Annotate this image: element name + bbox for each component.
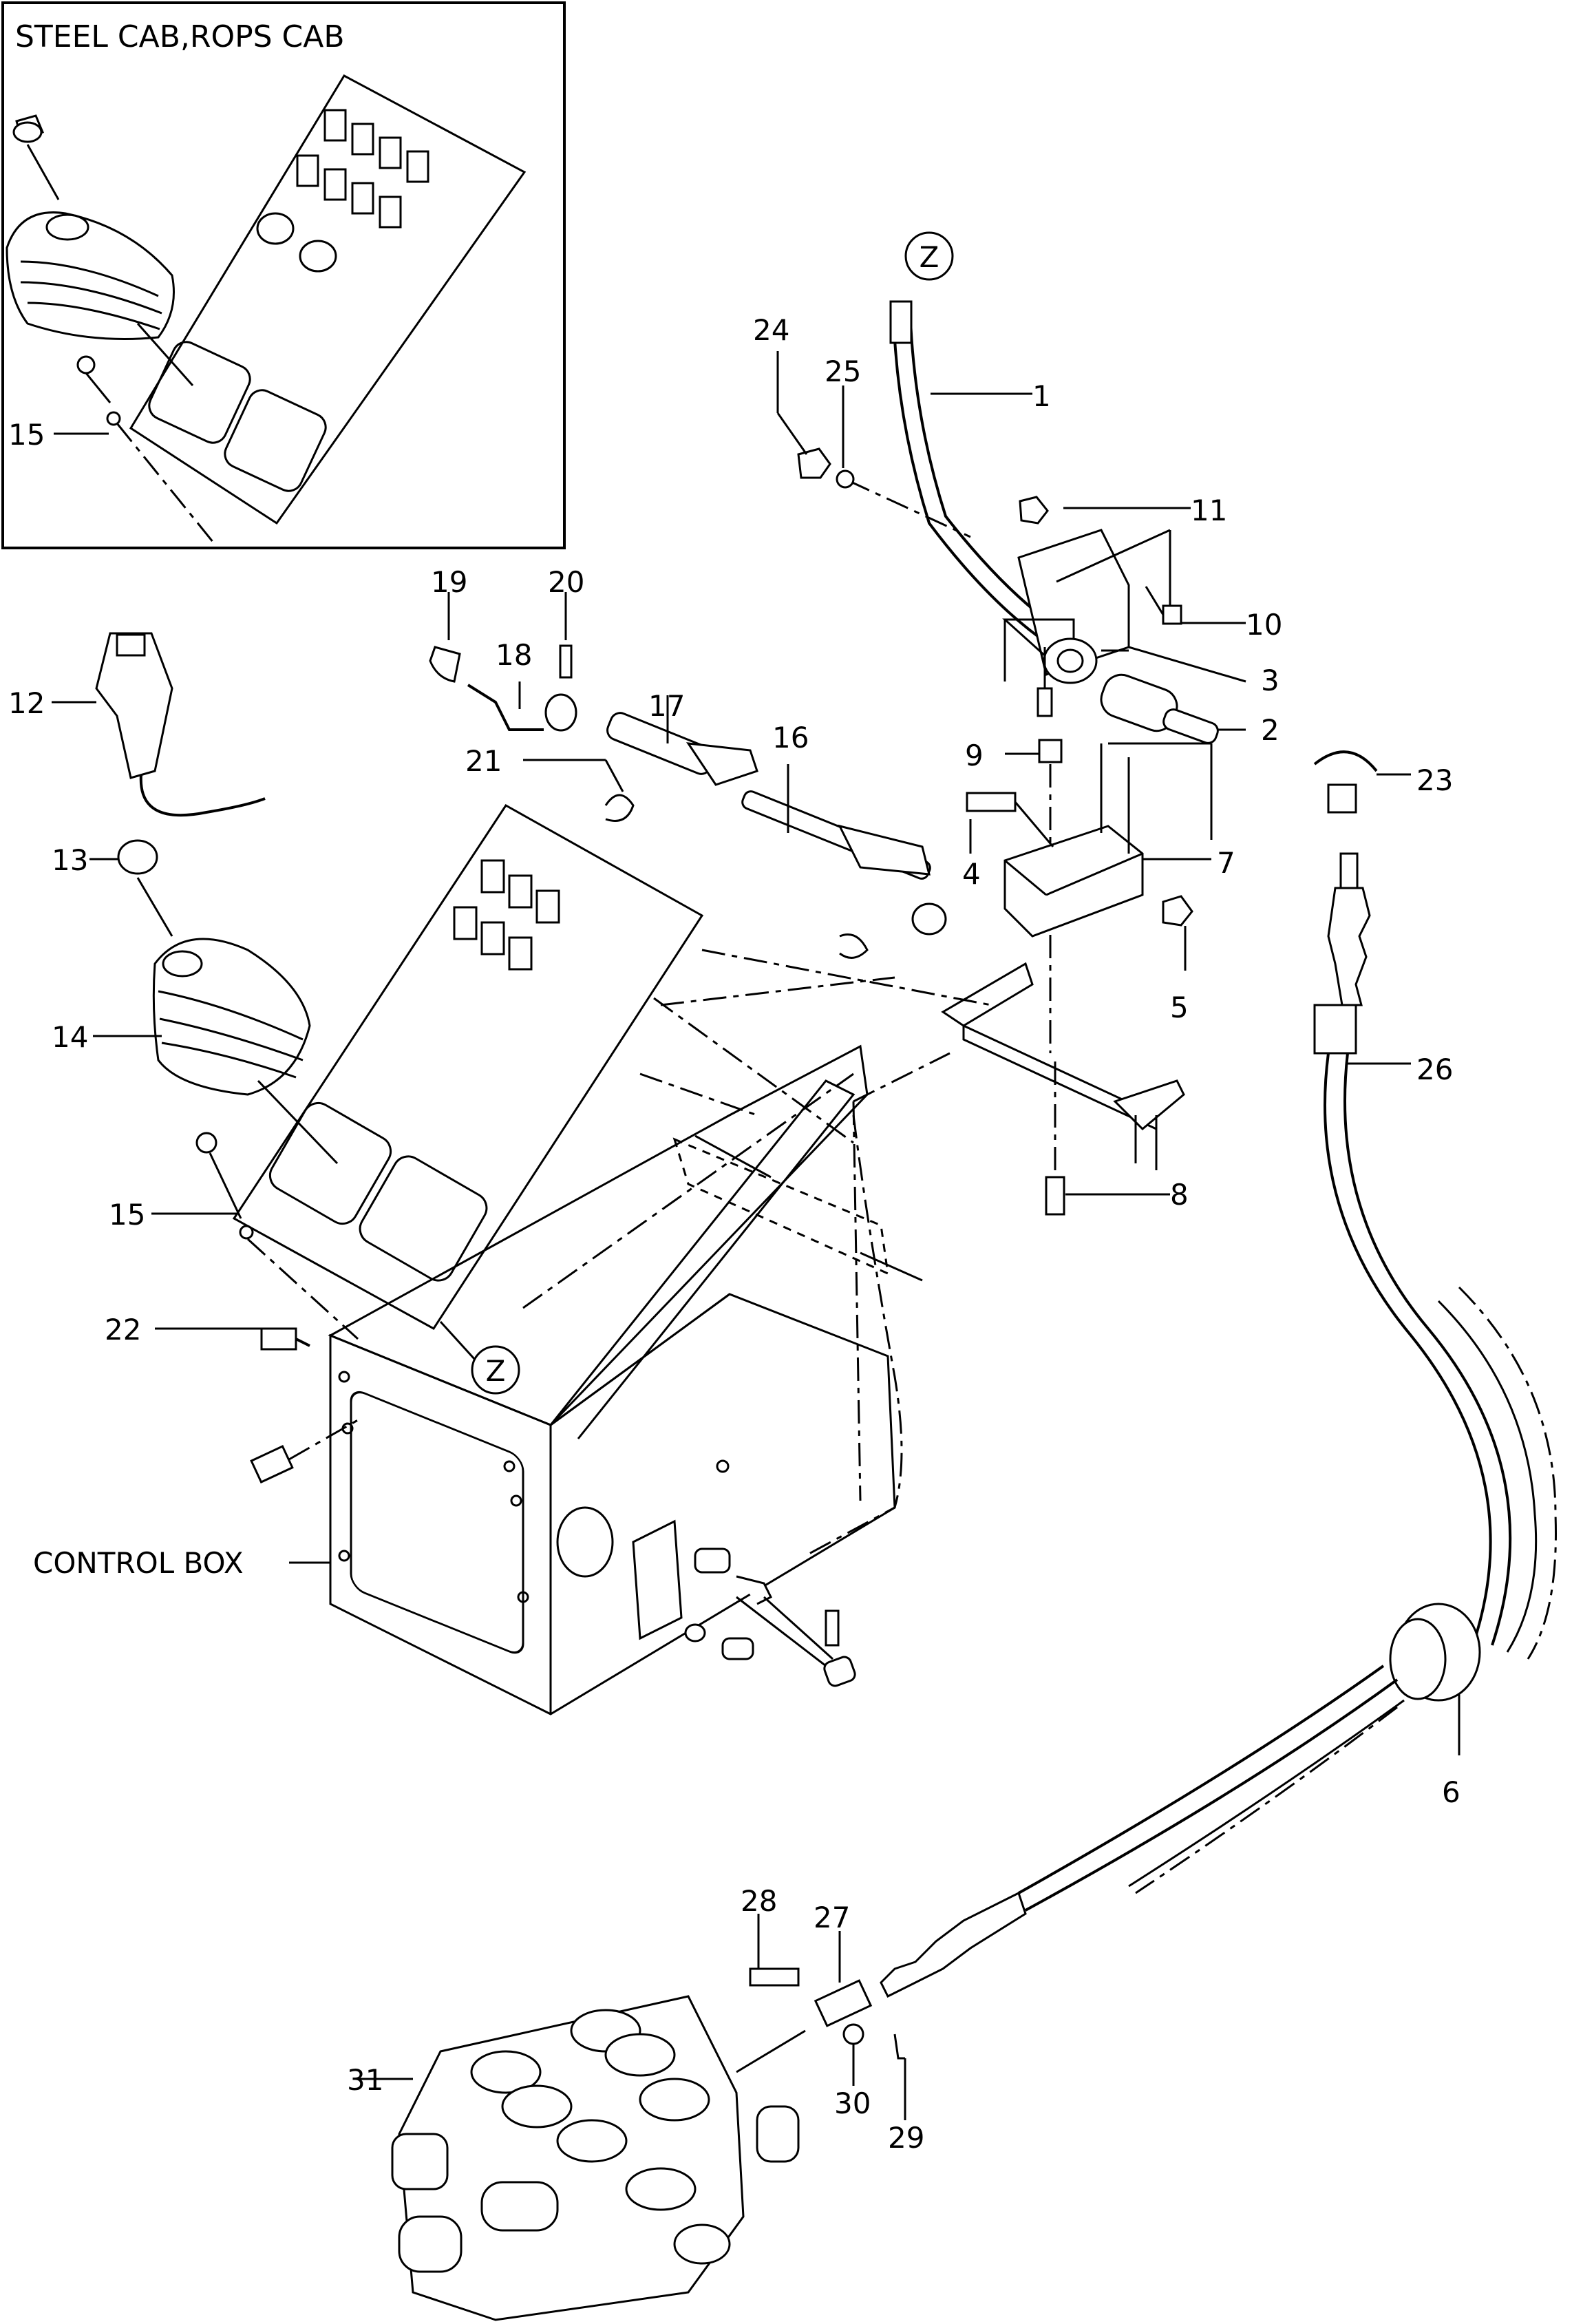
callout-16: 16 xyxy=(772,721,809,754)
control-box: Z xyxy=(33,804,992,1715)
control-valve xyxy=(358,1995,806,2321)
callout-1: 1 xyxy=(1032,379,1051,413)
callout-24: 24 xyxy=(753,313,789,347)
callout-8: 8 xyxy=(1170,1178,1189,1212)
callout-18: 18 xyxy=(496,638,532,672)
callout-11: 11 xyxy=(1191,494,1227,527)
callout-15: 15 xyxy=(109,1198,145,1232)
clevis-parts xyxy=(749,1914,906,2120)
callout-23: 23 xyxy=(1416,763,1453,797)
callout-4: 4 xyxy=(962,857,981,891)
callout-6: 6 xyxy=(1442,1775,1460,1809)
callout-14: 14 xyxy=(52,1020,88,1054)
callout-9: 9 xyxy=(965,739,984,772)
inset-title: STEEL CAB,ROPS CAB xyxy=(15,19,345,54)
ref-z-bottom: Z xyxy=(486,1354,506,1388)
callout-22: 22 xyxy=(105,1313,141,1346)
callout-7: 7 xyxy=(1217,846,1235,880)
callout-29: 29 xyxy=(888,2121,924,2155)
callout-10: 10 xyxy=(1246,608,1282,642)
left-parts xyxy=(52,632,359,1340)
callout-20: 20 xyxy=(548,565,584,599)
callout-17: 17 xyxy=(648,689,685,723)
callout-28: 28 xyxy=(741,1884,777,1918)
bracket-7 xyxy=(941,739,1213,1216)
lever-assembly: Z xyxy=(776,231,1246,744)
ref-z-top: Z xyxy=(920,240,939,274)
callout-2: 2 xyxy=(1261,713,1279,747)
callout-27: 27 xyxy=(814,1901,850,1934)
control-box-label: CONTROL BOX xyxy=(33,1546,244,1580)
callout-30: 30 xyxy=(834,2087,871,2120)
callout-19: 19 xyxy=(431,565,467,599)
callout-13: 13 xyxy=(52,843,88,877)
callout-31: 31 xyxy=(347,2063,383,2097)
callout-5: 5 xyxy=(1170,991,1189,1024)
inset-callout-15: 15 xyxy=(8,418,45,452)
callout-25: 25 xyxy=(825,355,861,388)
callout-21: 21 xyxy=(465,744,502,778)
inset-steel-cab: STEEL CAB,ROPS CAB 15 xyxy=(1,1,566,549)
callout-26: 26 xyxy=(1416,1053,1453,1086)
control-cable xyxy=(814,750,1557,2027)
callout-3: 3 xyxy=(1261,664,1279,697)
callout-numbers: 1 2 3 4 5 6 7 8 9 10 11 12 13 14 15 16 1… xyxy=(8,313,1460,2155)
linkage xyxy=(429,592,947,959)
callout-12: 12 xyxy=(8,686,45,720)
